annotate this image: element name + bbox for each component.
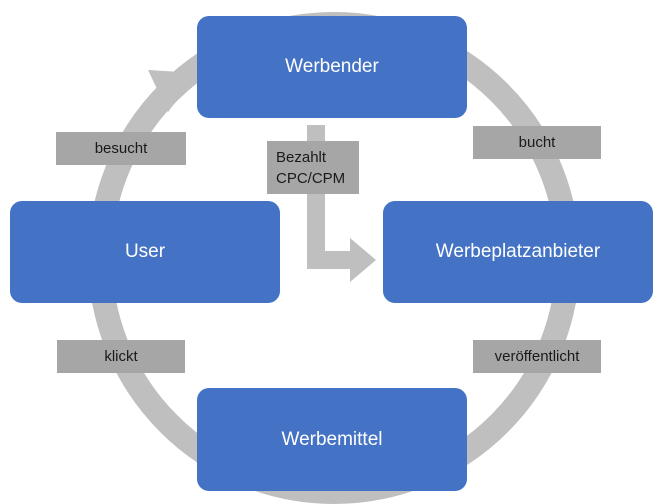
- node-user: User: [10, 201, 280, 303]
- label-bg-klickt: [57, 340, 185, 373]
- payment-arrowhead: [350, 238, 376, 282]
- label-bg-bucht: [473, 126, 601, 159]
- cycle-arrowhead: [148, 70, 197, 112]
- edge-label-bucht: bucht: [518, 134, 556, 151]
- edge-label-bezahlt-line1: Bezahlt: [276, 148, 327, 166]
- label-bg-bezahlt: [267, 141, 359, 194]
- edge-label-bezahlt-line2: CPC/CPM: [276, 169, 346, 187]
- label-bg-veroeffentlicht: [473, 340, 601, 373]
- label-bg-besucht: [56, 132, 186, 165]
- edge-label-bezahlt: Bezahlt CPC/CPM: [267, 141, 359, 194]
- edge-label-besucht: besucht: [94, 140, 148, 157]
- node-werbeplatzanbieter: Werbeplatzanbieter: [383, 201, 653, 303]
- node-werbemittel: Werbemittel: [197, 388, 467, 491]
- edge-label-klickt: klickt: [104, 348, 138, 365]
- edge-label-veroeffentlicht: veröffentlicht: [494, 348, 580, 365]
- node-werbender: Werbender: [197, 16, 467, 118]
